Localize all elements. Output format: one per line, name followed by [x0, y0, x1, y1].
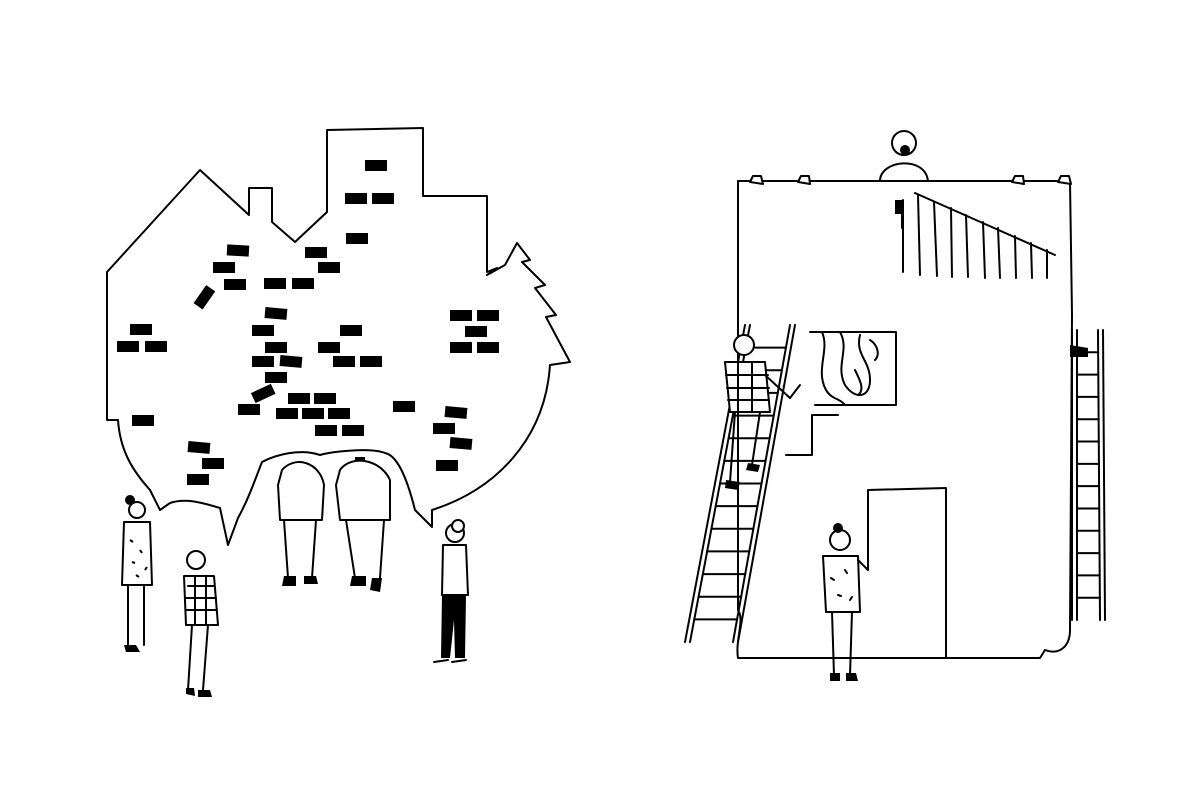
- sticky-note: [265, 342, 287, 353]
- person-painter-woman: [822, 523, 869, 681]
- sticky-note: [450, 342, 472, 353]
- sticky-note: [372, 193, 394, 204]
- person-center-2: [335, 457, 391, 592]
- sticky-note: [314, 393, 336, 404]
- sticky-note: [288, 393, 310, 404]
- house-shaped-speech-bubble: [106, 127, 571, 546]
- sticky-note: [302, 408, 324, 419]
- door-outline: [867, 487, 947, 659]
- sticky-note: [365, 160, 387, 171]
- sticky-note: [393, 401, 415, 412]
- sticky-note: [345, 193, 367, 204]
- sticky-note: [145, 341, 167, 352]
- person-man-right: [433, 519, 469, 663]
- sticky-note: [202, 458, 224, 469]
- planning-scene: [106, 127, 571, 697]
- person-man-plaid: [183, 550, 219, 697]
- sticky-note: [264, 278, 286, 289]
- sticky-note: [340, 325, 362, 336]
- sticky-note: [318, 262, 340, 273]
- person-woman-left: [121, 495, 153, 652]
- person-center-1: [277, 461, 325, 586]
- sticky-note: [187, 441, 211, 454]
- hands: [749, 175, 1072, 185]
- painted-striped-shape: [902, 192, 1056, 279]
- sticky-note: [213, 262, 235, 273]
- sticky-notes: [117, 160, 499, 485]
- sticky-note: [449, 437, 473, 450]
- sticky-note: [477, 310, 499, 321]
- sticky-note: [224, 279, 246, 290]
- sticky-note: [252, 356, 274, 367]
- sticky-note: [276, 408, 298, 419]
- sticky-note: [333, 356, 355, 367]
- sticky-note: [346, 233, 368, 244]
- sticky-note: [360, 356, 382, 367]
- sticky-note: [342, 425, 364, 436]
- sticky-note: [328, 408, 350, 419]
- painting-scene: [684, 130, 1106, 681]
- sticky-note: [252, 325, 274, 336]
- sticky-note: [238, 404, 260, 415]
- sticky-note: [444, 406, 468, 419]
- sticky-note: [250, 383, 276, 404]
- sticky-note: [264, 307, 288, 320]
- sticky-note: [315, 425, 337, 436]
- sticky-note: [130, 324, 152, 335]
- wood-grain-panel: [785, 331, 897, 456]
- sticky-note: [477, 342, 499, 353]
- sticky-note: [187, 474, 209, 485]
- sticky-note: [305, 247, 327, 258]
- sticky-note: [117, 341, 139, 352]
- sticky-note: [450, 310, 472, 321]
- ladder-right: [1071, 329, 1106, 621]
- sticky-note: [292, 278, 314, 289]
- hidden-person-foot: [1070, 345, 1088, 357]
- sticky-note: [433, 423, 455, 434]
- sticky-note: [279, 355, 303, 368]
- sticky-note: [318, 342, 340, 353]
- person-painter-ladder: [724, 334, 801, 490]
- sticky-note: [226, 244, 250, 257]
- sticky-note: [193, 285, 216, 310]
- sticky-note: [436, 460, 458, 471]
- sticky-note: [265, 372, 287, 383]
- large-canvas-sheet: [736, 180, 1073, 659]
- sticky-note: [132, 415, 154, 426]
- sticky-note: [465, 326, 487, 337]
